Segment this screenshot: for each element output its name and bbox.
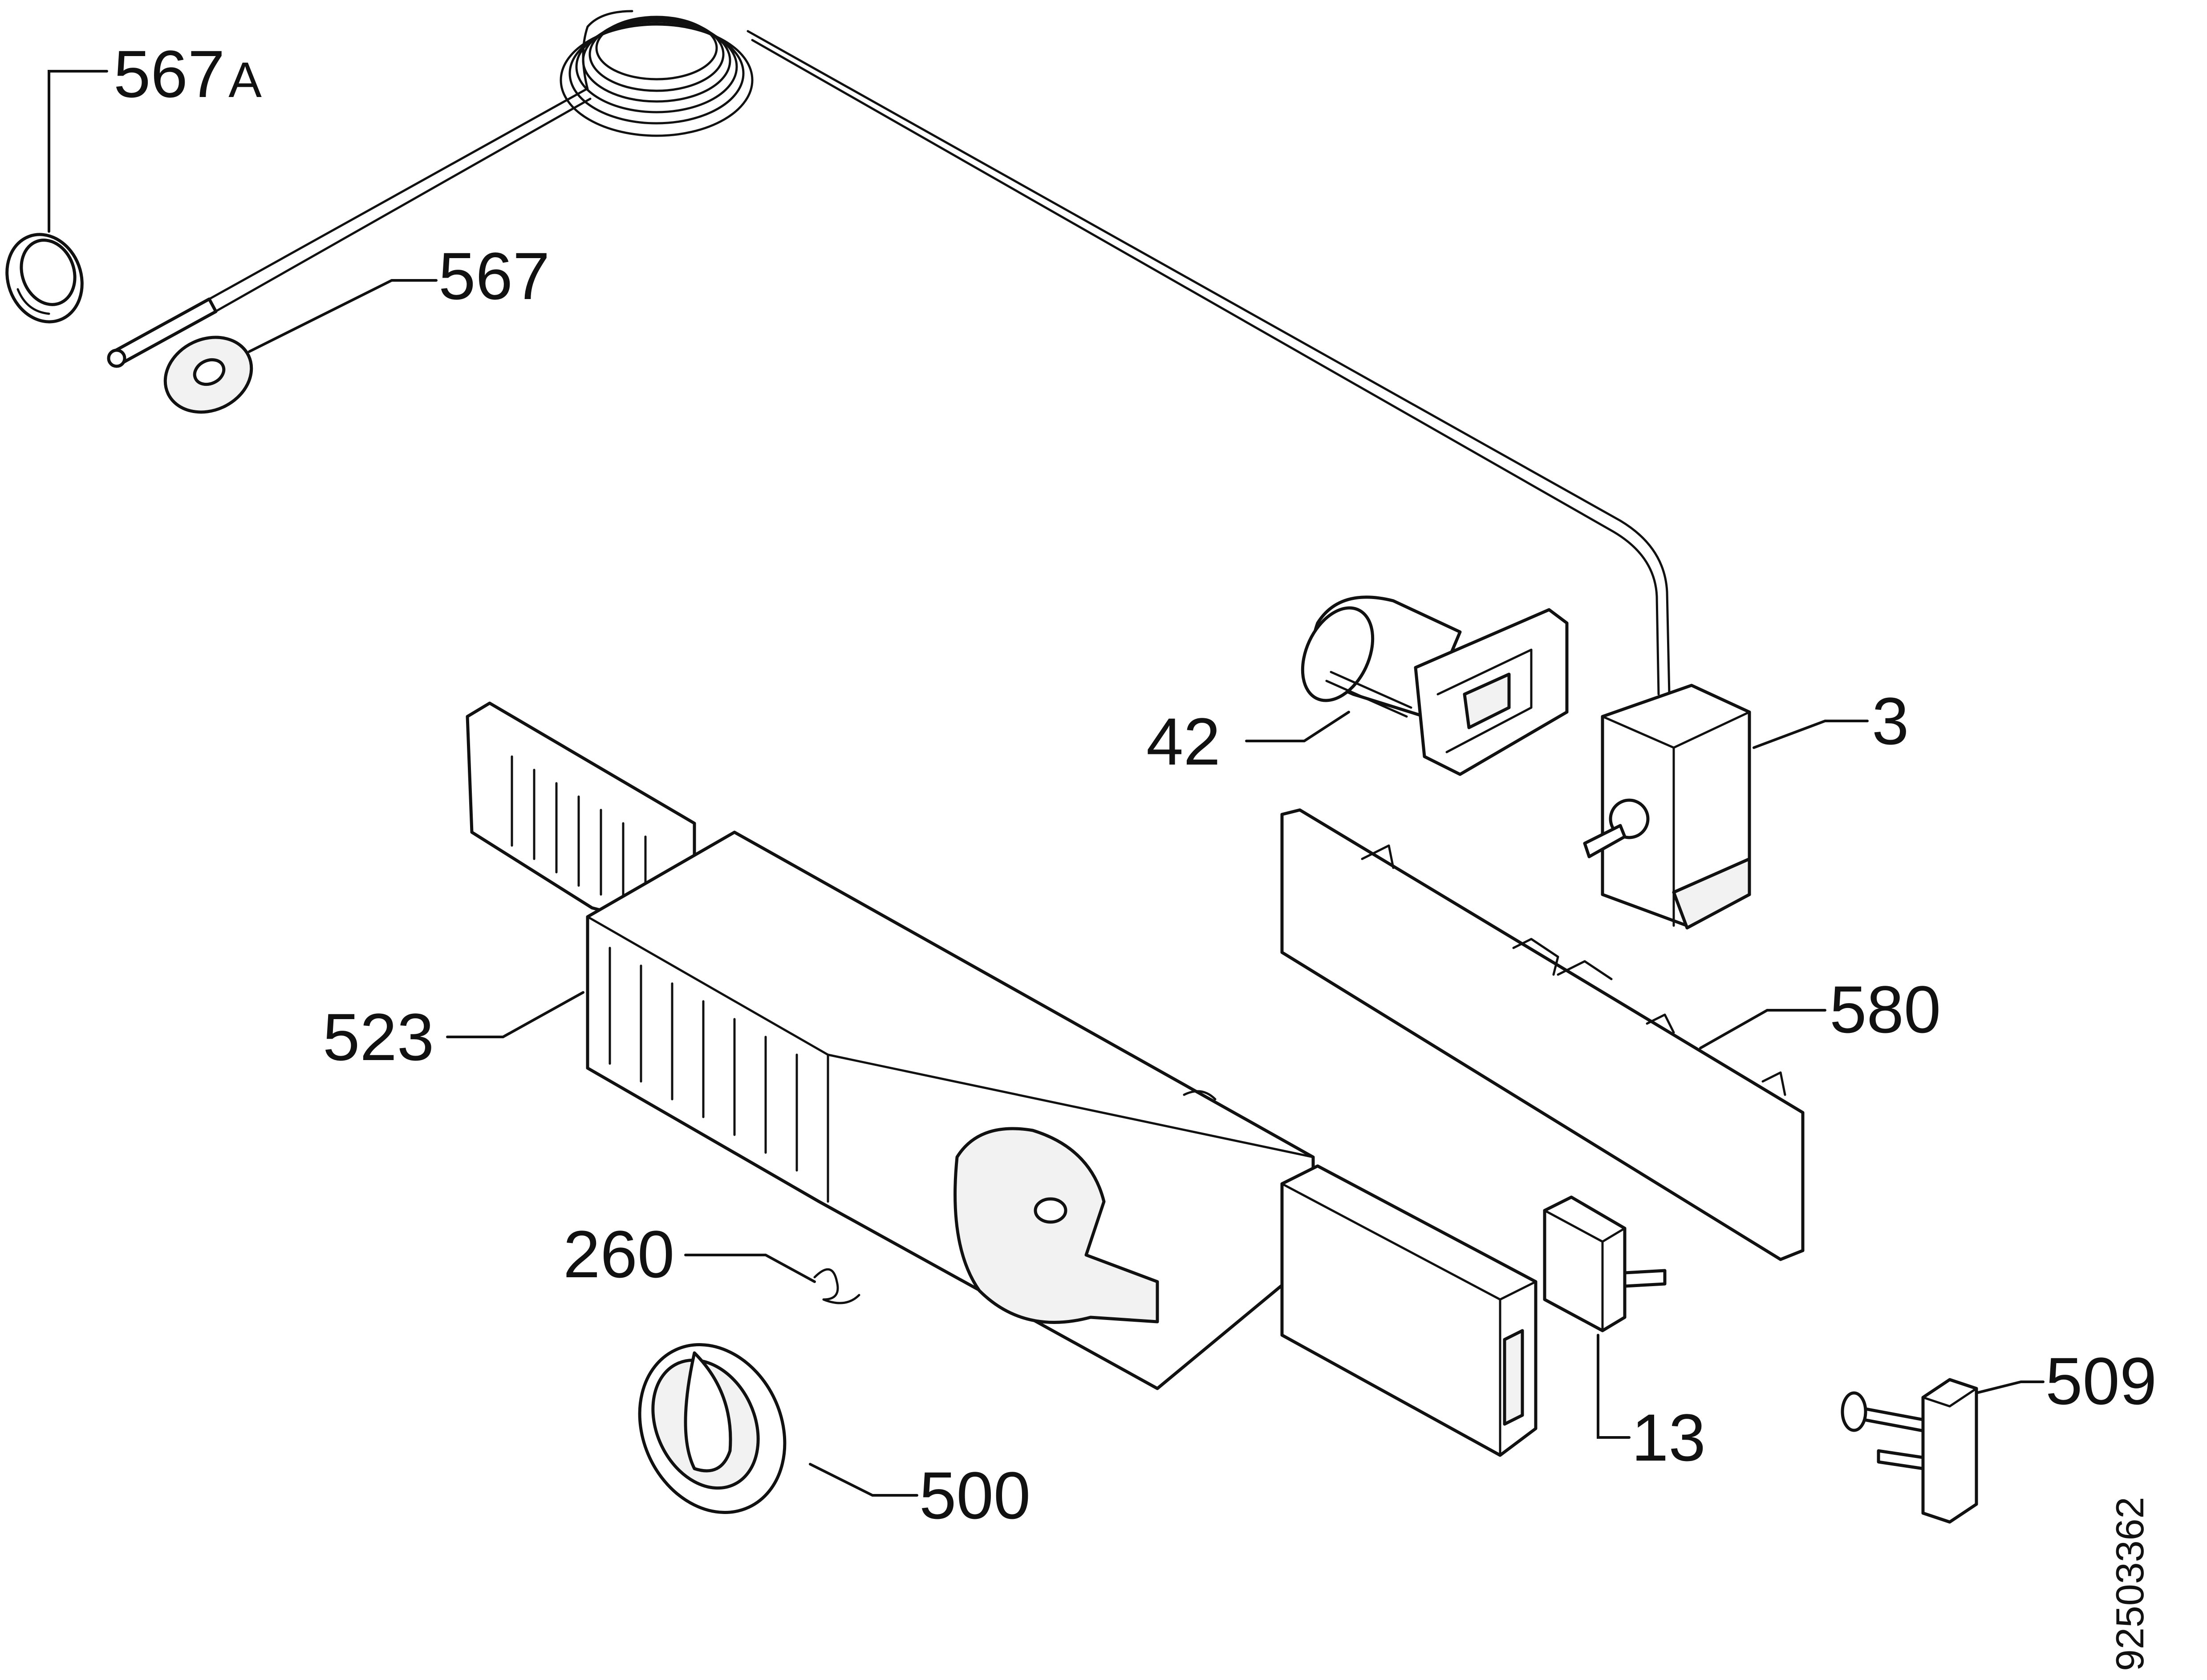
leader-13 <box>1597 1334 1631 1439</box>
diffuser-block <box>1280 1164 1538 1457</box>
leader-523 <box>446 991 584 1038</box>
callout-567: 567 <box>438 239 550 313</box>
leader-567a <box>48 70 108 233</box>
callout-580: 580 <box>1830 972 1941 1047</box>
document-number: 92503362 <box>2108 1497 2152 1671</box>
leader-3 <box>1753 720 1869 749</box>
part-500-knob <box>638 1343 787 1514</box>
part-567a-ring <box>5 233 84 324</box>
part-567-sensor-probe <box>107 88 592 368</box>
leader-509 <box>1975 1380 2045 1394</box>
part-42-lamp-holder <box>1301 595 1569 776</box>
callout-13: 13 <box>1631 1400 1706 1475</box>
capillary-coil <box>560 10 754 137</box>
callout-260: 260 <box>563 1217 674 1291</box>
callout-523: 523 <box>323 1000 434 1074</box>
part-523-housing <box>466 701 1315 1390</box>
leader-567 <box>248 279 438 353</box>
leader-260 <box>684 1254 816 1283</box>
part-13-switch <box>1543 1195 1667 1332</box>
callout-509: 509 <box>2045 1344 2157 1418</box>
part-580-cover-panel <box>1280 808 1805 1261</box>
part-509-connector <box>1841 1378 1978 1524</box>
leader-580 <box>1699 1009 1826 1049</box>
part-3-thermostat <box>1583 684 1751 930</box>
callout-567a: 567A <box>114 36 262 111</box>
leader-500 <box>809 1463 918 1497</box>
leader-42 <box>1245 711 1350 742</box>
callout-500: 500 <box>919 1458 1030 1533</box>
part-567-washer <box>163 336 253 414</box>
capillary-tube <box>746 30 1671 696</box>
callout-42: 42 <box>1146 704 1221 779</box>
leader-lines <box>48 70 2045 1497</box>
callout-3: 3 <box>1872 684 1909 758</box>
part-260-clip <box>813 1268 860 1304</box>
